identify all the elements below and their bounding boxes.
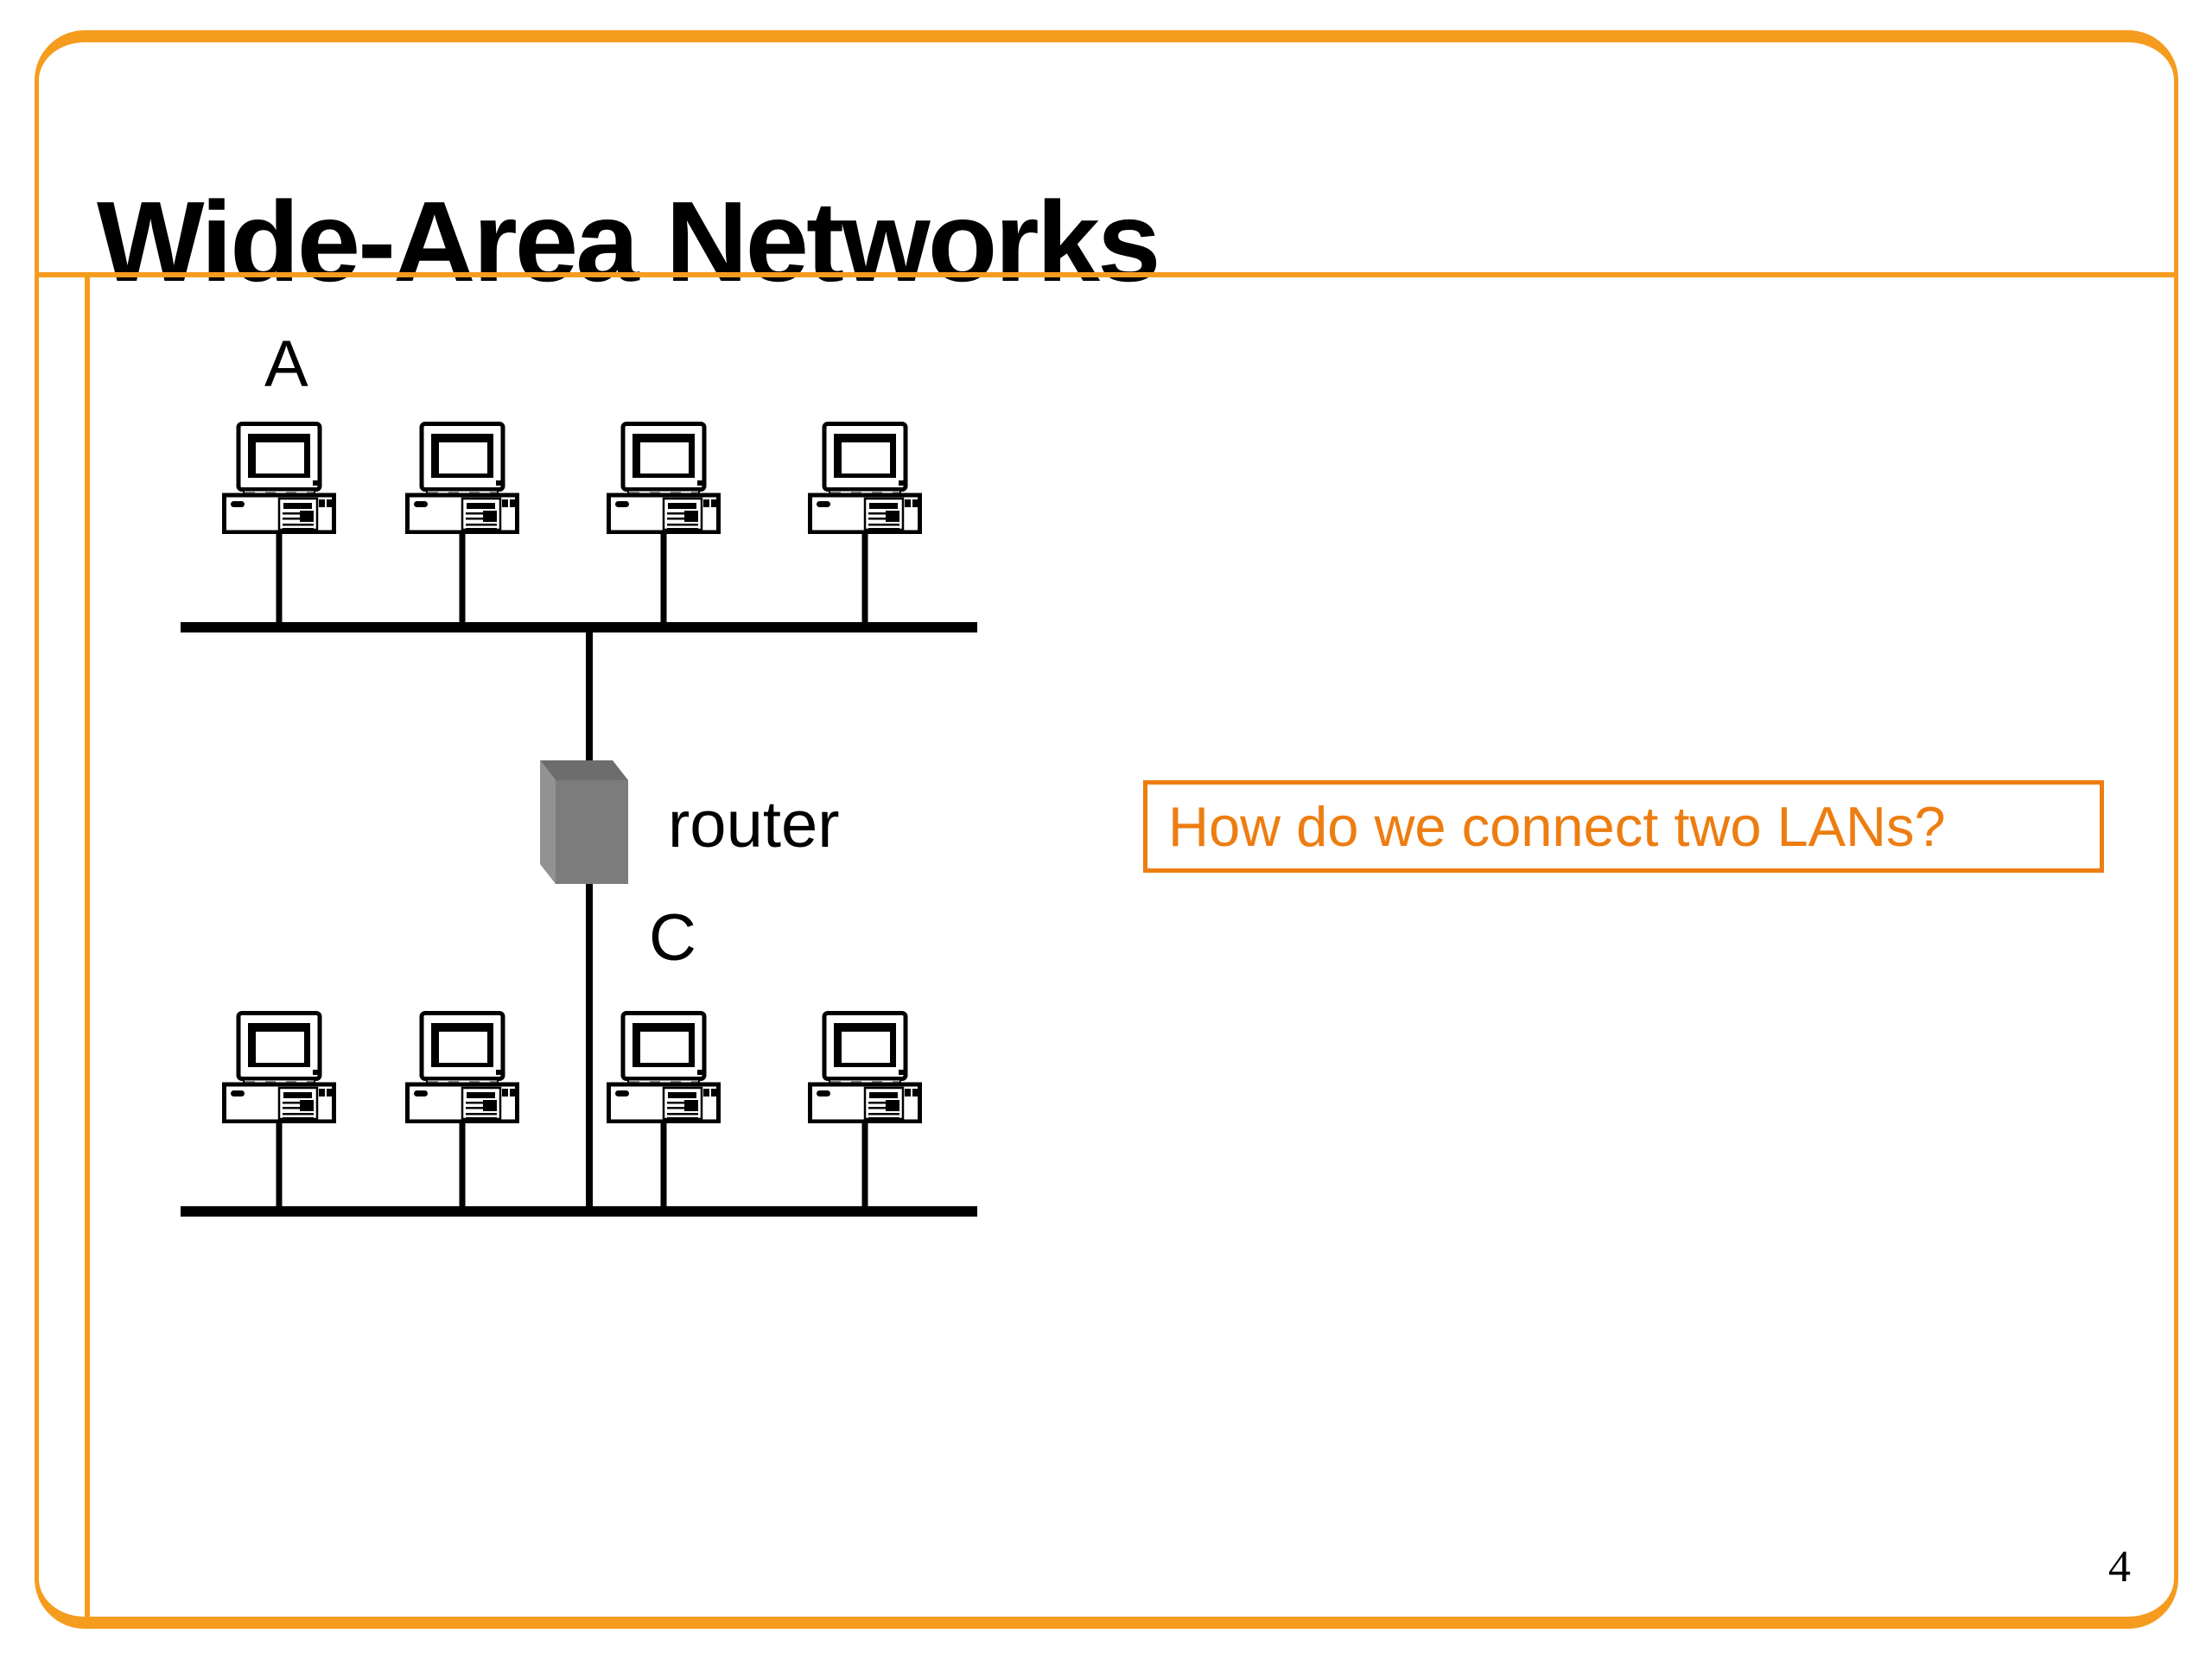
router-box-top-face bbox=[540, 760, 628, 780]
question-box: How do we connect two LANs? bbox=[1143, 780, 2104, 873]
content-left-border-line bbox=[85, 275, 90, 1618]
router-box bbox=[556, 780, 628, 884]
question-text: How do we connect two LANs? bbox=[1168, 795, 1946, 858]
router-label: router bbox=[668, 788, 840, 861]
title-divider-line bbox=[36, 272, 2177, 277]
computer-icon bbox=[225, 1014, 334, 1122]
computer-icon bbox=[810, 1014, 920, 1122]
router-box-side-face bbox=[540, 760, 556, 884]
slide-title: Wide-Area Networks bbox=[97, 178, 1160, 306]
slide-border-frame bbox=[35, 30, 2178, 1629]
computer-icon bbox=[609, 1014, 719, 1122]
computer-icon bbox=[225, 424, 334, 533]
computer-icon bbox=[609, 424, 719, 533]
lan-c-label: C bbox=[649, 901, 696, 975]
computer-icon bbox=[408, 1014, 518, 1122]
page-number: 4 bbox=[2108, 1542, 2131, 1592]
lan-a-label: A bbox=[264, 327, 308, 401]
computer-icon bbox=[810, 424, 920, 533]
computer-icon bbox=[408, 424, 518, 533]
